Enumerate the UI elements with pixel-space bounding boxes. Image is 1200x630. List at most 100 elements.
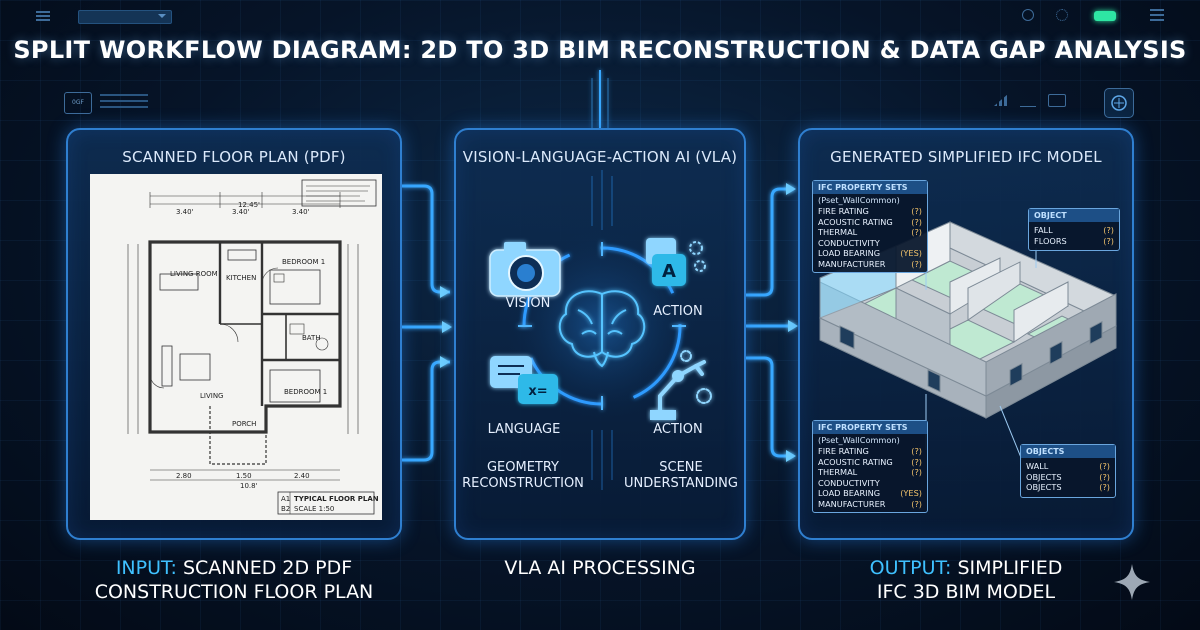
label-language: LANGUAGE	[487, 422, 561, 437]
property-name: LOAD BEARING	[818, 488, 881, 498]
dim-bottom-1: 2.80	[176, 472, 192, 480]
robot-arm-icon	[650, 350, 712, 420]
vla-graphic: A x=	[489, 170, 712, 490]
output-caption: OUTPUT: SIMPLIFIED IFC 3D BIM MODEL	[869, 557, 1063, 603]
pset-row: MANUFACTURER (?)	[813, 259, 927, 273]
label-vision: VISION	[505, 296, 551, 311]
top-toolbar	[0, 0, 1200, 30]
svg-text:x=: x=	[528, 384, 547, 399]
monitor-icon	[1048, 94, 1066, 107]
battery-icon	[1094, 11, 1116, 21]
property-name: LOAD BEARING	[818, 248, 881, 258]
info-icon[interactable]	[1022, 9, 1034, 21]
doc-widget-icon: 0GF	[64, 92, 92, 114]
pset-top-head: IFC PROPERTY SETS	[813, 181, 927, 194]
ai-panel: VISION-LANGUAGE-ACTION AI (VLA)	[454, 128, 746, 540]
dim-bottom-2: 1.50	[236, 472, 252, 480]
property-value: (?)	[1099, 482, 1110, 492]
property-value: (?)	[1099, 471, 1110, 482]
room-label: LIVING	[200, 392, 224, 400]
pset-row: FIRE RATING (?)	[813, 206, 927, 217]
input-panel: SCANNED FLOOR PLAN (PDF)	[66, 128, 402, 540]
brain-icon	[558, 290, 646, 368]
property-value: (?)	[911, 446, 922, 456]
property-name: FALL	[1034, 225, 1053, 235]
property-value: (?)	[911, 206, 922, 216]
sparkle-icon	[1114, 564, 1150, 600]
dim-bottom-3: 2.40	[294, 472, 310, 480]
property-value: (?)	[911, 227, 922, 237]
input-caption: INPUT: SCANNED 2D PDF CONSTRUCTION FLOOR…	[94, 557, 374, 603]
property-value: (?)	[911, 467, 922, 477]
menu-icon[interactable]	[36, 11, 50, 21]
property-name: FIRE RATING	[818, 206, 869, 216]
objects-bottom-head: OBJECTS	[1021, 445, 1115, 458]
property-value: (?)	[1103, 235, 1114, 246]
brain-badge-icon	[1104, 88, 1134, 118]
object-row: OBJECTS (?)	[1021, 482, 1115, 497]
pset-row: FIRE RATING (?)	[813, 446, 927, 457]
input-panel-title: SCANNED FLOOR PLAN (PDF)	[122, 148, 346, 166]
property-value: (?)	[1099, 461, 1110, 471]
property-value: (?)	[911, 456, 922, 467]
property-name: OBJECTS	[1026, 471, 1062, 482]
property-value: (?)	[911, 498, 922, 509]
pset-row: LOAD BEARING (YES)	[813, 248, 927, 259]
objects-bottom: OBJECTS WALL (?) OBJECTS (?) OBJECTS (?)	[1020, 444, 1116, 498]
label-geometry-reconstruction: GEOMETRY RECONSTRUCTION	[462, 460, 584, 491]
property-name: THERMAL CONDUCTIVITY	[818, 467, 880, 488]
plan-caption-scale: SCALE 1:50	[294, 505, 335, 513]
room-label: PORCH	[232, 420, 257, 428]
label-action-bottom: ACTION	[653, 422, 703, 437]
waveform-icon	[1020, 94, 1036, 107]
property-value: (YES)	[900, 488, 922, 498]
room-label: LIVING ROOM	[170, 270, 218, 278]
diagram-title: SPLIT WORKFLOW DIAGRAM: 2D TO 3D BIM REC…	[13, 36, 1187, 64]
dim-top-3: 3.40'	[292, 208, 310, 216]
language-icon: x=	[490, 356, 558, 404]
label-scene-understanding: SCENE UNDERSTANDING	[624, 460, 738, 491]
pset-row: THERMAL CONDUCTIVITY (?)	[813, 467, 927, 488]
dropdown-field[interactable]	[78, 10, 172, 24]
object-row: FALL (?)	[1029, 222, 1119, 236]
action-chat-icon: A	[646, 238, 706, 286]
pset-bottom: IFC PROPERTY SETS (Pset_WallCommon) FIRE…	[812, 420, 928, 513]
property-name: THERMAL CONDUCTIVITY	[818, 227, 880, 248]
pset-row: LOAD BEARING (YES)	[813, 488, 927, 499]
pset-row: ACOUSTIC RATING(?)	[813, 217, 927, 228]
pset-bottom-head: IFC PROPERTY SETS	[813, 421, 927, 434]
object-row: WALL (?)	[1021, 458, 1115, 472]
plan-index: A1	[281, 495, 291, 503]
label-action-top: ACTION	[653, 304, 703, 319]
plan-index: B2	[281, 505, 291, 513]
property-name: FLOORS	[1034, 235, 1067, 246]
property-name: ACOUSTIC RATING	[818, 216, 893, 227]
pset-top-sub: (Pset_WallCommon)	[818, 195, 900, 205]
room-label: BEDROOM 1	[284, 388, 328, 396]
text-lines-icon	[100, 94, 148, 110]
object-row: OBJECTS (?)	[1021, 472, 1115, 483]
camera-icon	[489, 242, 561, 297]
middle-caption: VLA AI PROCESSING	[504, 557, 696, 579]
property-value: (?)	[911, 258, 922, 269]
object-top-head: OBJECT	[1029, 209, 1119, 222]
object-row: FLOORS (?)	[1029, 236, 1119, 251]
property-value: (?)	[1103, 225, 1114, 235]
property-name: MANUFACTURER	[818, 498, 886, 509]
light-icon[interactable]	[1056, 9, 1068, 21]
svg-text:A: A	[662, 261, 676, 282]
dim-top-2: 3.40'	[232, 208, 250, 216]
object-top: OBJECT FALL (?) FLOORS (?)	[1028, 208, 1120, 251]
dim-top-total: 12.45'	[238, 201, 260, 209]
property-name: MANUFACTURER	[818, 258, 886, 269]
property-name: ACOUSTIC RATING	[818, 456, 893, 467]
hamburger-icon[interactable]	[1150, 9, 1164, 21]
ai-panel-title: VISION-LANGUAGE-ACTION AI (VLA)	[462, 148, 738, 166]
property-name: OBJECTS	[1026, 482, 1062, 492]
property-name: FIRE RATING	[818, 446, 869, 456]
property-value: (YES)	[900, 248, 922, 258]
property-name: WALL	[1026, 461, 1049, 471]
plan-caption-title: TYPICAL FLOOR PLAN	[294, 495, 379, 503]
dim-top-1: 3.40'	[176, 208, 194, 216]
